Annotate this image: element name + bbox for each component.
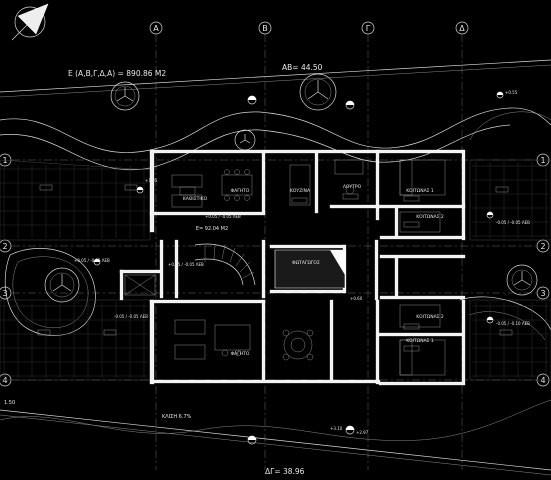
level-2: +0.05 / -0.05 ΛΕΒ: [168, 262, 204, 267]
area-label: E (A,B,Γ,Δ,A) = 890.86 M2: [68, 69, 166, 78]
room-kouzina: ΚΟΥΖΙΝΑ: [290, 188, 311, 194]
level-7: +0.55: [505, 90, 518, 95]
level-9: +3.10: [330, 426, 343, 431]
room-loutro: ΛΟΥΤΡΟ: [343, 184, 362, 190]
paving-grid: [0, 162, 549, 378]
furniture: [171, 159, 446, 376]
level-5: -0.05 / -0.05 ΛΕΒ: [114, 314, 148, 319]
garden-paths: [0, 107, 551, 441]
grid-label-4: 4: [2, 376, 7, 385]
grid-label-3: 3: [2, 289, 7, 298]
building-walls: [119, 149, 466, 386]
tree-icon: [110, 81, 140, 111]
room-fagito: ΦΑΓΗΤΟ: [231, 188, 250, 194]
dim-bottom: ΔΓ= 38.96: [265, 467, 305, 476]
room-fotagogos: ΦΩΤΑΓΩΓΟΣ: [292, 260, 320, 266]
dim-top: AB= 44.50: [282, 63, 323, 72]
level-11: +1.05: [145, 178, 158, 183]
tree-icon: [44, 267, 80, 303]
tree-icon: [234, 129, 256, 151]
level-labels: +0.05 / -0.05 ΛΕΒ +0.05 / -0.05 ΛΕΒ -0.0…: [74, 90, 530, 435]
north-arrow-icon: [11, 3, 49, 41]
level-4: -0.05 / -0.10 ΛΕΒ: [496, 321, 530, 326]
column-grid: A B Γ Δ: [149, 21, 469, 470]
left-level: 1.50: [4, 400, 15, 406]
room-koitonas1-top: ΚΟΙΤΩΝΑΣ 1: [406, 188, 434, 194]
grid-label-2-right: 2: [540, 242, 545, 251]
grid-label-b: B: [262, 24, 268, 33]
slope-label: ΚΛΙΣΗ 6.7%: [162, 414, 192, 420]
staircase: [124, 243, 256, 296]
level-8: +0.60: [350, 296, 363, 301]
room-koitonas2-top: ΚΟΙΤΩΝΑΣ 2: [416, 214, 444, 220]
level-6: +0.05 / -0.05 ΛΕΒ: [205, 214, 241, 219]
level-3: -0.05 / -0.05 ΛΕΒ: [496, 220, 530, 225]
grid-label-3-right: 3: [540, 289, 545, 298]
annotation-boxes: [37, 184, 513, 352]
level-10: +2.97: [356, 430, 369, 435]
center-area: E= 92.04 M2: [196, 226, 228, 232]
level-markers: [93, 91, 504, 445]
grid-label-a: A: [153, 24, 159, 33]
room-koitonas2-bottom: ΚΟΙΤΩΝΑΣ 2: [416, 314, 444, 320]
grid-label-1-right: 1: [540, 156, 545, 165]
tree-icon: [506, 264, 538, 296]
room-kathistiko: ΚΑΘΙΣΤΙΚΟ: [183, 196, 208, 202]
level-1: +0.05 / -0.05 ΛΕΒ: [74, 258, 110, 263]
room-koitonas1-bottom: ΚΟΙΤΩΝΑΣ 1: [406, 338, 434, 344]
trees: [44, 73, 538, 303]
room-fagito-bottom: ΦΑΓΗΤΟ: [231, 351, 250, 357]
grid-label-2: 2: [2, 242, 7, 251]
tree-icon: [299, 73, 337, 111]
grid-label-g: Γ: [366, 24, 371, 33]
grid-label-d: Δ: [459, 24, 465, 33]
row-grid: 1 2 3 4 1 2 3 4: [0, 153, 550, 387]
room-labels: ΚΑΘΙΣΤΙΚΟ ΦΑΓΗΤΟ ΚΟΥΖΙΝΑ ΛΟΥΤΡΟ ΚΟΙΤΩΝΑΣ…: [183, 184, 444, 357]
grid-label-4-right: 4: [540, 376, 545, 385]
